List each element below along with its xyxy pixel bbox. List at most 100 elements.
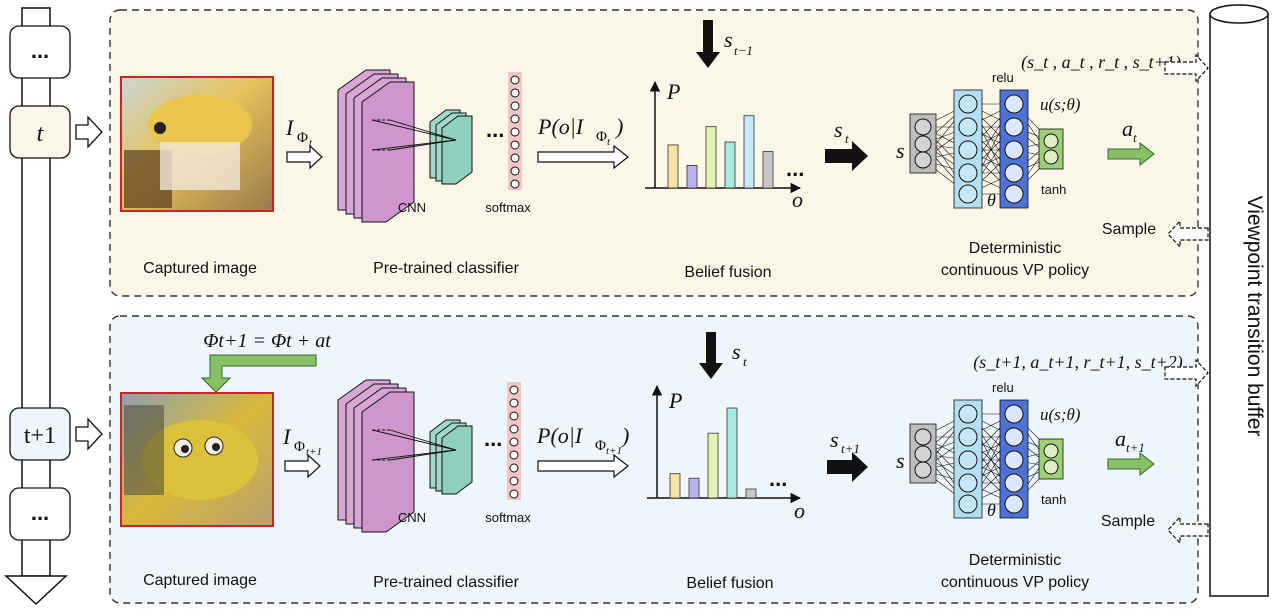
gripper-t1 — [124, 405, 164, 495]
belief-y-label-t1: P — [668, 388, 682, 413]
policy-layer-output-t1 — [1038, 438, 1064, 480]
transition-tuple-t: (s_t , a_t , r_t , s_t+1) — [1021, 52, 1181, 73]
belief-chart-t: P o ... — [645, 79, 804, 212]
arrow-phi-update — [200, 354, 317, 393]
svg-text:Φ: Φ — [595, 438, 606, 454]
svg-text:I: I — [285, 115, 295, 140]
timeline-arrow-t — [75, 115, 103, 149]
policy-node-hidden1-4-t1 — [958, 473, 978, 493]
tanh-label-t1: tanh — [1041, 492, 1066, 507]
svg-text:t: t — [309, 137, 313, 149]
action-label-t1: a t+1 — [1115, 426, 1145, 455]
timeline-node-t — [9, 105, 71, 159]
arrow-to-buffer-t — [1164, 53, 1209, 83]
cnn-ellipsis-t: ... — [486, 117, 504, 142]
timeline: ... t t+1 ... — [4, 7, 103, 606]
policy-node-hidden2-2-t — [1004, 117, 1024, 137]
cnn-label-t: CNN — [398, 200, 426, 215]
belief-bar-t1-1 — [669, 473, 681, 499]
policy-node-input-2-t — [914, 135, 932, 153]
svg-text:Φ: Φ — [297, 130, 308, 146]
svg-text:t: t — [607, 136, 611, 148]
policy-node-hidden1-1-t — [958, 94, 978, 114]
policy-node-hidden1-2-t1 — [958, 427, 978, 447]
buffer-top — [1209, 4, 1269, 24]
belief-bar-t1-5 — [745, 488, 757, 499]
policy-node-hidden1-2-t — [958, 117, 978, 137]
prob-label-t: P(o|I Φ t ) — [537, 114, 623, 148]
arrow-prev-state-t — [696, 20, 720, 68]
toy-body-t — [148, 95, 252, 155]
svg-text:t: t — [743, 354, 747, 369]
policy-node-input-2-t1 — [914, 445, 932, 463]
u-label-t1: u(s;θ) — [1040, 405, 1081, 424]
policy-node-output-1-t1 — [1043, 443, 1059, 459]
arrow-prev-state-t1 — [699, 332, 723, 379]
timeline-bar — [21, 7, 51, 577]
belief-bar-t-6 — [762, 151, 774, 189]
policy-node-hidden2-1-t — [1004, 94, 1024, 114]
toy-body-t1 — [142, 420, 258, 500]
timeline-node-t1 — [9, 407, 71, 461]
policy-node-hidden2-5-t1 — [1004, 494, 1024, 514]
arrow-action-t1 — [1107, 451, 1155, 477]
svg-text:t: t — [845, 131, 849, 146]
timeline-t-label: t — [37, 121, 45, 147]
policy-node-hidden1-5-t1 — [958, 494, 978, 514]
theta-label-t1: θ — [987, 500, 996, 520]
timeline-ellipsis-top-text: ... — [31, 38, 49, 63]
policy-node-input-1-t1 — [914, 428, 932, 446]
panel-t: Captured image I Φ t — [109, 9, 1209, 297]
arrow-image-to-cnn-t — [286, 144, 323, 170]
policy-node-hidden2-5-t — [1004, 184, 1024, 204]
theta-label-t: θ — [987, 190, 996, 210]
state-label-t1: s t+1 — [830, 427, 860, 456]
cnn-features-t1 — [429, 419, 473, 495]
policy-label-line1-t1: Deterministic — [969, 552, 1061, 569]
arrow-action-t — [1107, 141, 1155, 167]
belief-fusion-label-t1: Belief fusion — [686, 575, 773, 592]
timeline-node-ellipsis-bottom — [9, 487, 71, 541]
svg-text:t−1: t−1 — [734, 43, 753, 58]
classifier-label-t: Pre-trained classifier — [373, 260, 520, 277]
policy-node-hidden2-4-t1 — [1004, 473, 1024, 493]
svg-text:a: a — [1115, 426, 1126, 451]
belief-bar-t-1 — [667, 144, 679, 189]
policy-node-hidden1-3-t1 — [958, 450, 978, 470]
timeline-t1-label: t+1 — [24, 423, 56, 449]
svg-text:s: s — [732, 339, 741, 364]
belief-bar-t-5 — [743, 115, 755, 189]
arrow-to-belief-t — [537, 144, 629, 170]
prev-state-label-t1: s t — [732, 339, 747, 369]
classifier-label-t1: Pre-trained classifier — [373, 574, 520, 591]
phi-update-label: Φt+1 = Φt + at — [203, 330, 331, 352]
svg-text:t+1: t+1 — [306, 446, 322, 458]
svg-text:P(o|I: P(o|I — [537, 114, 585, 139]
captured-image-label-t1: Captured image — [143, 572, 257, 589]
svg-text:t+1: t+1 — [1126, 440, 1145, 455]
svg-text:s: s — [830, 427, 839, 452]
tanh-label-t: tanh — [1041, 182, 1066, 197]
policy-label-line1-t: Deterministic — [969, 240, 1061, 257]
paper-t — [160, 142, 240, 190]
svg-text:a: a — [1122, 116, 1133, 141]
policy-node-output-1-t — [1043, 133, 1059, 149]
belief-ellipsis-t1: ... — [769, 466, 787, 491]
captured-image-t1 — [120, 392, 274, 527]
state-label-t: s t — [834, 117, 849, 146]
softmax-nodes-t1 — [509, 385, 519, 499]
timeline-arrow-t1 — [75, 417, 103, 451]
cnn-layers-t1 — [337, 379, 415, 533]
policy-node-hidden2-3-t — [1004, 140, 1024, 160]
relu-label-t: relu — [992, 70, 1014, 85]
policy-input-s-t: s — [896, 138, 905, 163]
policy-node-hidden2-2-t1 — [1004, 427, 1024, 447]
arrow-image-to-cnn-t1 — [284, 453, 321, 479]
cnn-connections-t1 — [371, 429, 457, 461]
svg-text:t+1: t+1 — [606, 445, 622, 457]
policy-node-hidden2-1-t1 — [1004, 404, 1024, 424]
policy-label-line2-t1: continuous VP policy — [941, 574, 1089, 591]
belief-y-label-t: P — [666, 79, 680, 104]
